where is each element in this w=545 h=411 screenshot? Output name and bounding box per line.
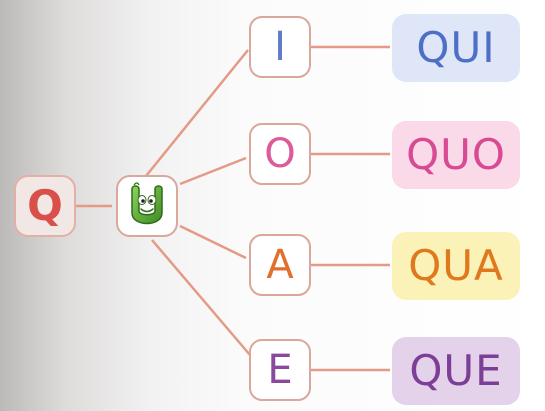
syllable-box-qua: QUA xyxy=(392,232,520,300)
syllable-qui: QUI xyxy=(416,23,496,72)
u-character-box xyxy=(116,175,178,237)
vowel-letter-e: E xyxy=(267,347,293,393)
green-u-letter-character-icon xyxy=(131,182,163,225)
syllable-box-quo: QUO xyxy=(392,121,520,189)
vowel-box-i: I xyxy=(249,16,311,78)
vowel-box-a: A xyxy=(249,234,311,296)
syllable-box-qui: QUI xyxy=(392,14,520,82)
vowel-box-e: E xyxy=(249,339,311,401)
syllable-box-que: QUE xyxy=(392,337,520,405)
vowel-letter-o: O xyxy=(264,131,296,177)
root-q-letter: Q xyxy=(27,181,63,230)
vowel-letter-i: I xyxy=(274,24,286,70)
vowel-letter-a: A xyxy=(266,242,294,288)
connector-u-o xyxy=(179,156,247,186)
syllable-qua: QUA xyxy=(408,241,504,290)
connector-u-i xyxy=(145,49,249,177)
vowel-box-o: O xyxy=(249,123,311,185)
connector-u-a xyxy=(179,224,247,260)
root-q-box: Q xyxy=(14,175,76,237)
syllable-que: QUE xyxy=(409,346,503,395)
connector-u-e xyxy=(151,239,251,356)
syllable-quo: QUO xyxy=(406,130,506,179)
